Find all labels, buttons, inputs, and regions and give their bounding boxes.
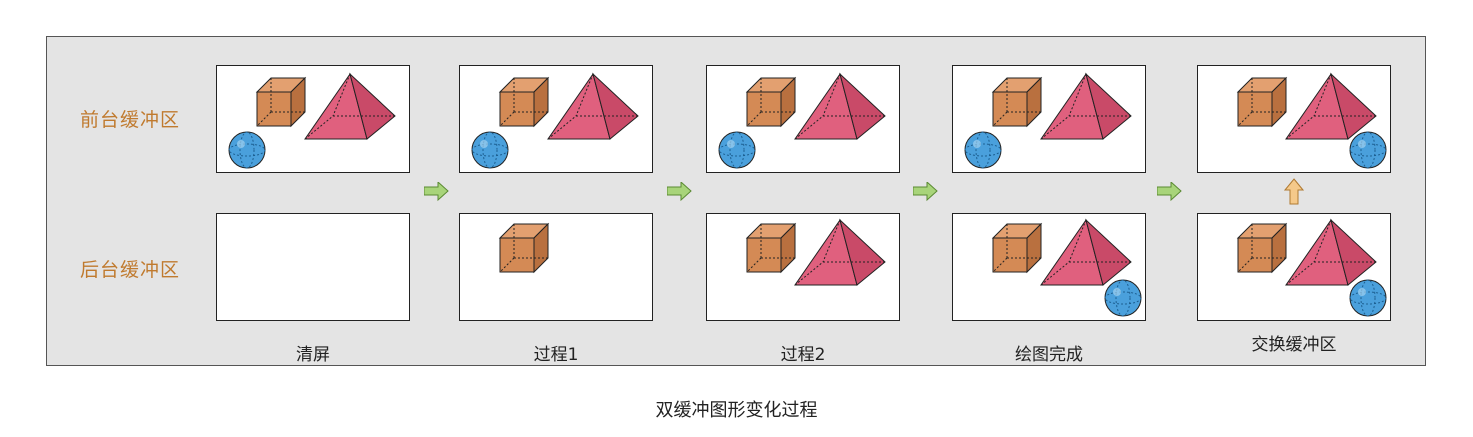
step-label-2: 过程1 (533, 345, 579, 365)
front-buffer-step3 (706, 65, 900, 173)
back-buffer-step5 (1197, 213, 1391, 321)
front-buffer-step5 (1197, 65, 1391, 173)
back-buffer-step4 (952, 213, 1146, 321)
step-label-1: 清屏 (296, 345, 330, 365)
front-buffer-step2-shapes (471, 73, 639, 169)
front-buffer-label: 前台缓冲区 (80, 109, 181, 131)
back-buffer-step2 (459, 213, 653, 321)
sphere-shape (228, 131, 266, 169)
back-buffer-step1 (216, 213, 410, 321)
step-label-5: 交换缓冲区 (1251, 335, 1337, 355)
next-step-arrow-4 (1157, 182, 1182, 201)
step-label-4: 绘图完成 (1015, 345, 1083, 365)
back-buffer-step4-shapes (992, 219, 1142, 317)
front-buffer-step1-shapes (228, 73, 396, 169)
back-buffer-label: 后台缓冲区 (80, 259, 181, 281)
back-buffer-step5-shapes (1237, 219, 1387, 317)
front-buffer-step5-shapes (1237, 73, 1387, 169)
figure-caption: 双缓冲图形变化过程 (655, 400, 818, 421)
front-buffer-step1 (216, 65, 410, 173)
cube-shape (256, 77, 306, 127)
back-buffer-step2-shapes (499, 223, 549, 273)
front-buffer-step2 (459, 65, 653, 173)
front-buffer-step3-shapes (718, 73, 886, 169)
back-buffer-step3 (706, 213, 900, 321)
swap-up-arrow (1284, 178, 1304, 205)
next-step-arrow-2 (667, 182, 692, 201)
next-step-arrow-3 (913, 182, 938, 201)
step-label-3: 过程2 (780, 345, 826, 365)
back-buffer-step3-shapes (746, 219, 886, 286)
front-buffer-step4-shapes (964, 73, 1132, 169)
next-step-arrow-1 (424, 182, 449, 201)
pyramid-shape (304, 73, 396, 140)
front-buffer-step4 (952, 65, 1146, 173)
